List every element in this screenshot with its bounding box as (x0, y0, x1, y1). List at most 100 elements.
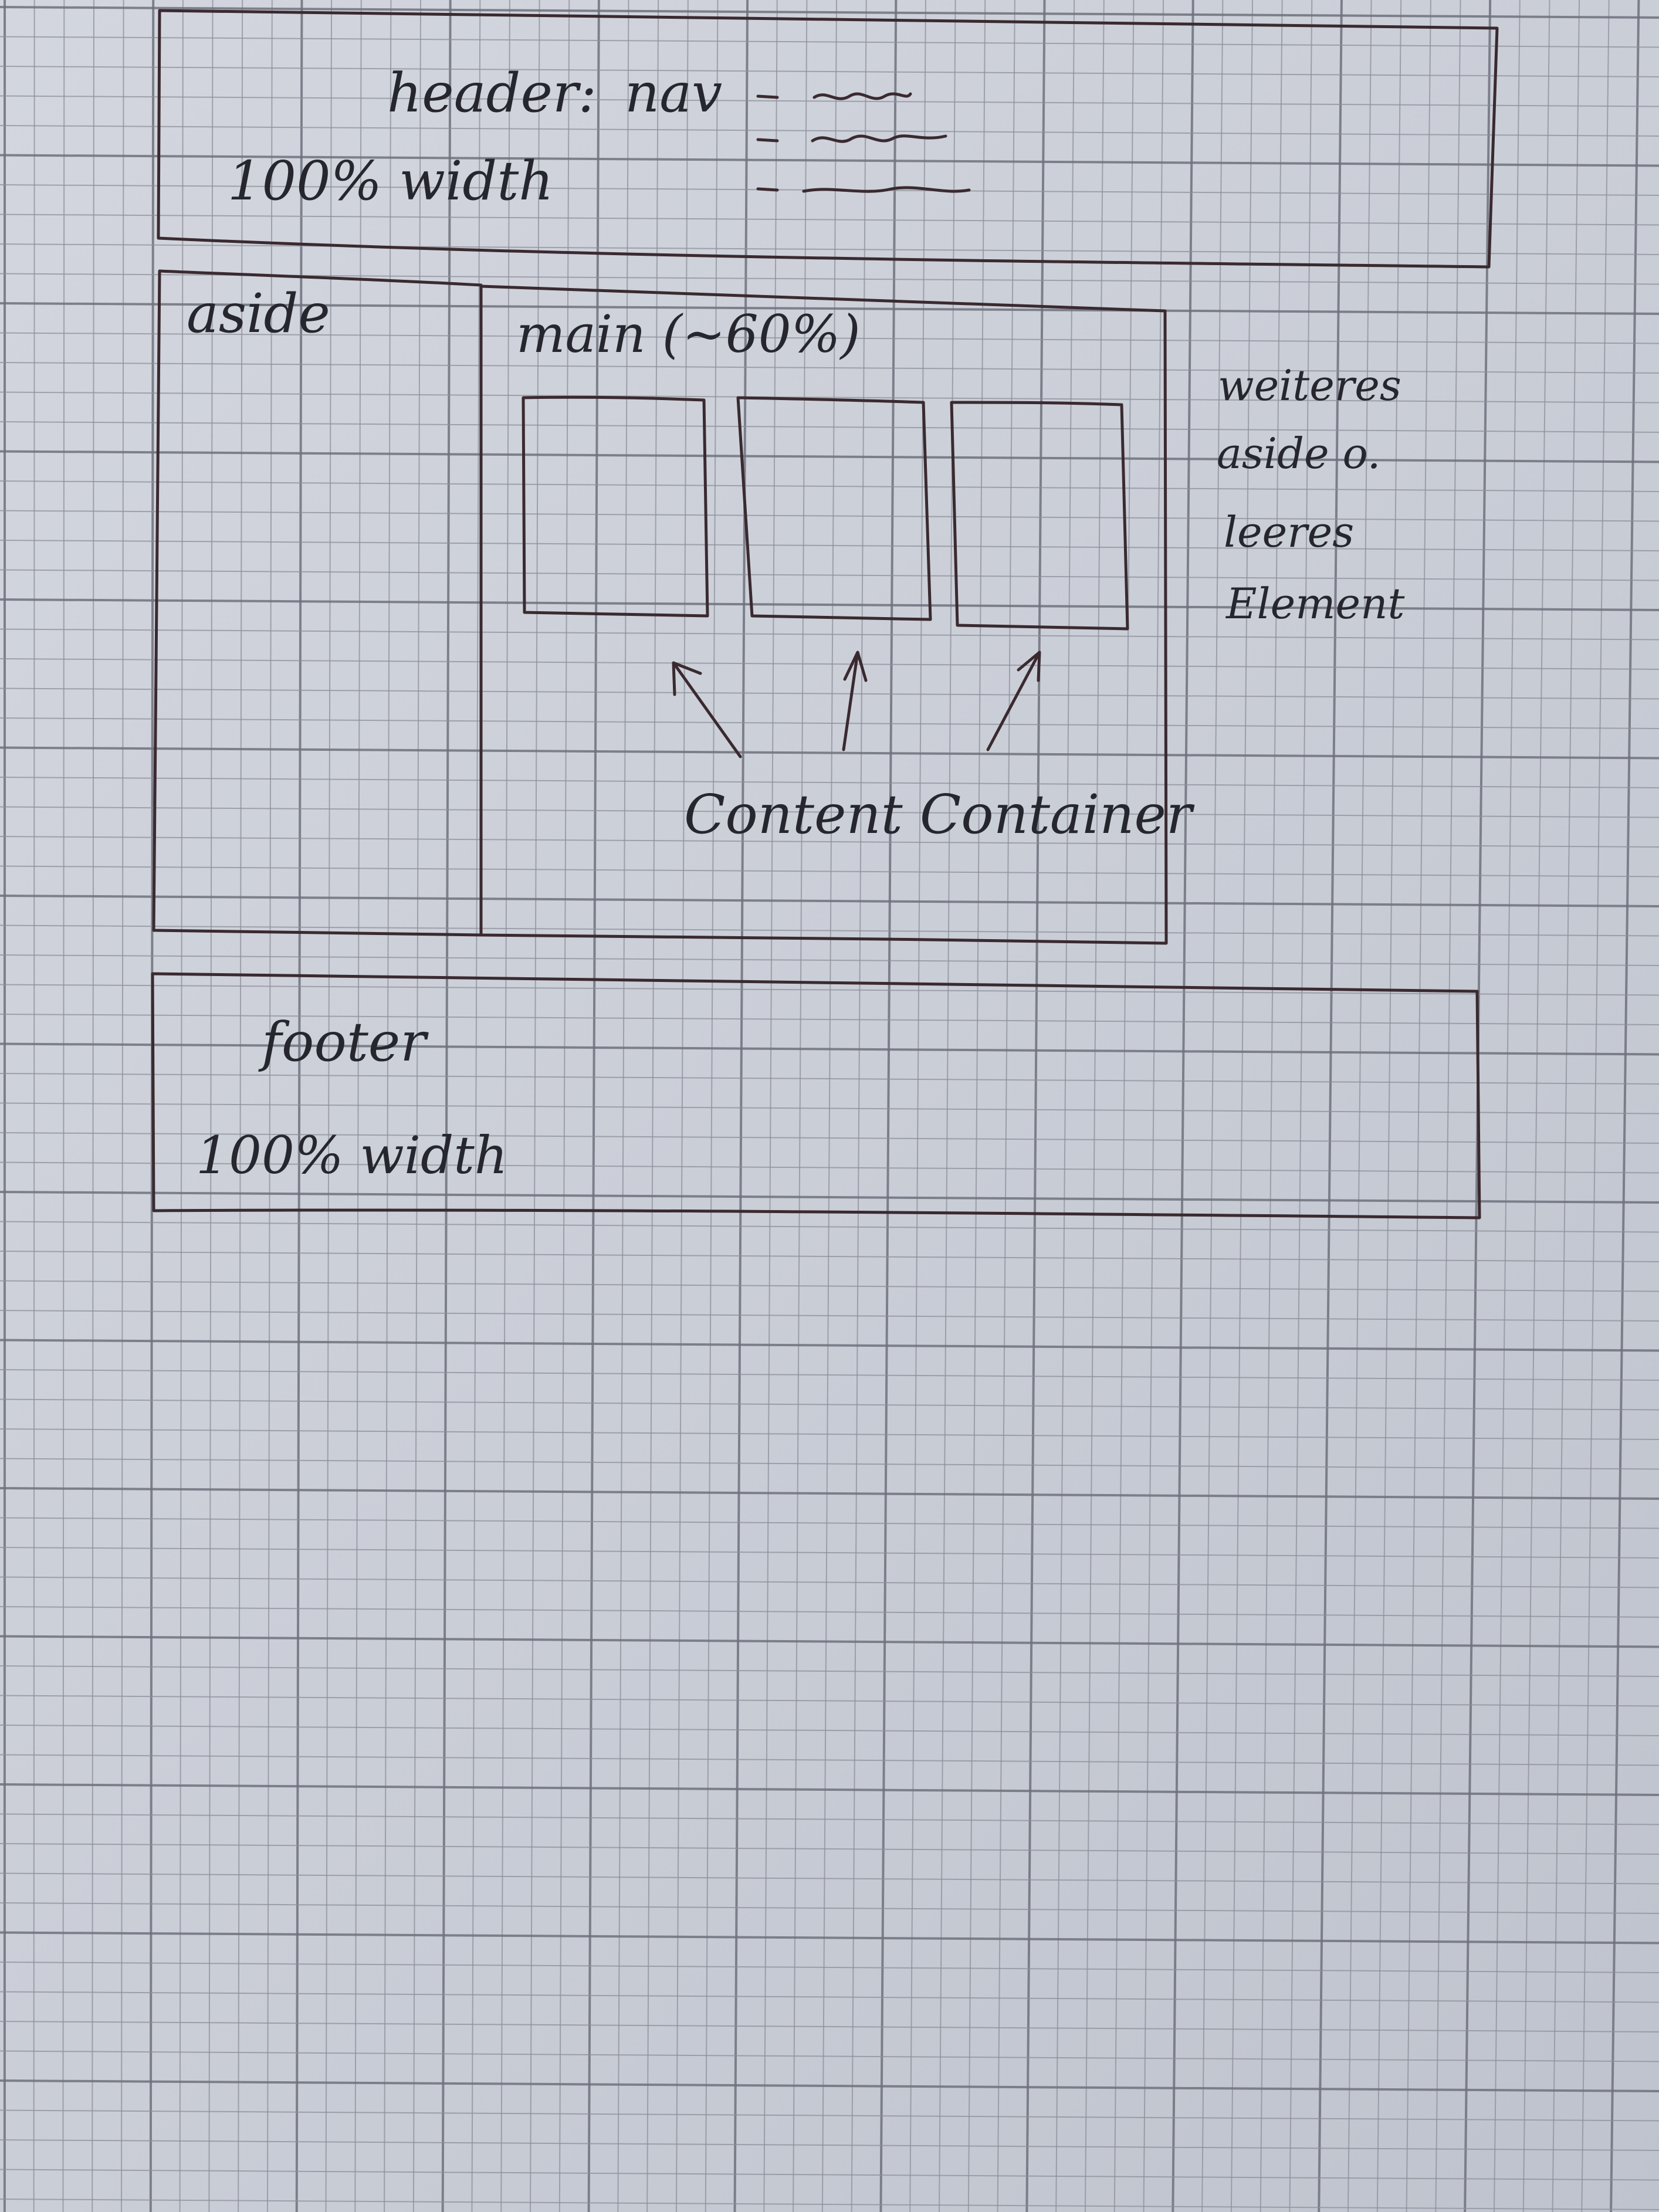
content-container-box (950, 401, 1129, 631)
main-box (479, 284, 1168, 945)
grid-line-vertical (1230, 0, 1254, 2212)
footer-region: footer 100% width (151, 972, 1481, 1220)
grid-line-vertical (558, 0, 570, 2212)
grid-line-horizontal (0, 984, 1659, 996)
grid-line-horizontal (0, 1369, 1659, 1381)
nav-items-list (756, 92, 971, 193)
content-container-label: Content Container (684, 783, 1195, 846)
grid-line-vertical (295, 0, 303, 2212)
grid-line-horizontal (0, 954, 1659, 966)
grid-line-horizontal (0, 36, 1659, 48)
header-width-label: 100% width (228, 150, 554, 212)
grid-line-vertical (1435, 0, 1461, 2212)
grid-line-vertical (33, 0, 35, 2212)
header-label: header: (387, 62, 597, 124)
grid-line-vertical (1610, 0, 1640, 2212)
grid-line-vertical (179, 0, 184, 2212)
grid-line-horizontal (0, 1251, 1659, 1262)
grid-line-horizontal (0, 1725, 1659, 1736)
grid-line-horizontal (0, 1902, 1659, 1914)
grid-line-horizontal (0, 450, 1659, 463)
grid-line-horizontal (0, 1132, 1659, 1144)
grid-line-horizontal (0, 391, 1659, 404)
grid-line-horizontal (0, 1695, 1659, 1707)
grid-line-horizontal (0, 1280, 1659, 1292)
arrow-up-left-icon (672, 661, 742, 758)
grid-line-horizontal (0, 1991, 1659, 2003)
nav-item-scribble (811, 134, 947, 143)
grid-line-horizontal (0, 777, 1659, 788)
grid-line-horizontal (0, 1843, 1659, 1855)
grid-line-horizontal (0, 2021, 1659, 2033)
grid-line-horizontal (0, 1339, 1659, 1352)
nav-item-scribble (802, 186, 971, 193)
grid-line-horizontal (0, 95, 1659, 107)
nav-item-bullet (756, 187, 779, 192)
grid-line-horizontal (0, 1606, 1659, 1618)
grid-line-horizontal (0, 1517, 1659, 1529)
grid-line-vertical (1143, 0, 1164, 2212)
grid-line-vertical (1581, 0, 1610, 2212)
grid-line-vertical (1522, 0, 1550, 2212)
grid-line-vertical (92, 0, 94, 2212)
main-label: main (~60%) (516, 304, 861, 364)
grid-line-vertical (1201, 0, 1224, 2212)
grid-line-horizontal (0, 1872, 1659, 1885)
grid-line-horizontal (0, 1042, 1659, 1056)
grid-line-horizontal (0, 806, 1659, 818)
grid-line-horizontal (0, 569, 1659, 581)
grid-line-horizontal (0, 895, 1659, 907)
main-region: main (~60%) Content Container (479, 284, 1195, 945)
grid-line-horizontal (0, 421, 1659, 433)
grid-line-horizontal (0, 1428, 1659, 1440)
grid-line-vertical (1172, 0, 1194, 2212)
grid-line-horizontal (0, 836, 1659, 848)
side-note-line: leeres (1224, 507, 1354, 557)
nav-label: nav (625, 62, 722, 124)
grid-line-vertical (617, 0, 629, 2212)
grid-line-vertical (763, 0, 778, 2212)
grid-line-horizontal (0, 1191, 1659, 1204)
grid-line-horizontal (0, 362, 1659, 374)
grid-line-horizontal (0, 1014, 1659, 1025)
nav-item-bullet (756, 138, 779, 143)
grid-line-horizontal (0, 332, 1659, 344)
grid-line-horizontal (0, 1962, 1659, 1973)
grid-line-horizontal (0, 1458, 1659, 1470)
side-note: weiteres aside o. leeres Element (1217, 361, 1405, 628)
grid-line-vertical (705, 0, 719, 2212)
grid-line-vertical (1084, 0, 1105, 2212)
grid-line-horizontal (0, 125, 1659, 137)
grid-line-horizontal (0, 1398, 1659, 1411)
grid-line-horizontal (0, 658, 1659, 670)
arrow-up-right-icon (986, 651, 1041, 751)
grid-line-vertical (62, 0, 65, 2212)
grid-line-horizontal (0, 2050, 1659, 2062)
grid-line-horizontal (0, 154, 1659, 167)
grid-line-vertical (1113, 0, 1135, 2212)
grid-line-horizontal (0, 1754, 1659, 1766)
grid-line-horizontal (0, 1310, 1659, 1322)
grid-line-horizontal (0, 1102, 1659, 1115)
grid-line-vertical (793, 0, 808, 2212)
header-box (157, 9, 1499, 269)
grid-line-vertical (1318, 0, 1343, 2212)
grid-line-vertical (1055, 0, 1075, 2212)
grid-line-vertical (1493, 0, 1521, 2212)
grid-line-horizontal (0, 214, 1659, 226)
grid-line-horizontal (0, 717, 1659, 729)
footer-label: footer (258, 1011, 429, 1073)
grid-line-horizontal (0, 1547, 1659, 1559)
grid-line-vertical (354, 0, 362, 2212)
grid-line-horizontal (0, 1221, 1659, 1233)
grid-line-horizontal (0, 687, 1659, 700)
grid-line-horizontal (0, 865, 1659, 878)
grid-line-horizontal (0, 746, 1659, 760)
side-note-line: weiteres (1218, 361, 1401, 410)
grid-line-horizontal (0, 1635, 1659, 1648)
grid-line-vertical (325, 0, 333, 2212)
grid-line-horizontal (0, 924, 1659, 937)
grid-line-horizontal (0, 1073, 1659, 1085)
